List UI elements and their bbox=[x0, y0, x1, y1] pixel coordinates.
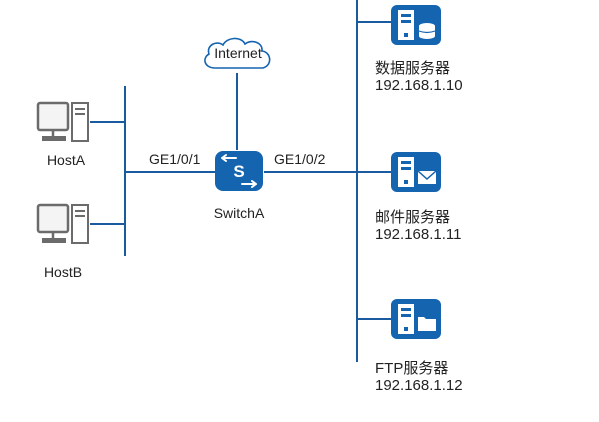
ftp-server-icon bbox=[391, 299, 441, 339]
hostb-label: HostB bbox=[43, 264, 83, 280]
internet-node bbox=[199, 34, 277, 76]
mail-server-name: 邮件服务器 bbox=[375, 209, 451, 226]
ftp-server-name: FTP服务器 bbox=[375, 360, 449, 377]
data-server-node[interactable] bbox=[390, 4, 442, 46]
data-server-ip: 192.168.1.10 bbox=[375, 77, 463, 94]
switch-label: SwitchA bbox=[213, 205, 265, 221]
database-server-icon bbox=[391, 5, 441, 45]
port-right-label: GE1/0/2 bbox=[274, 151, 326, 167]
port-left-label: GE1/0/1 bbox=[149, 151, 201, 167]
cloud-icon bbox=[204, 37, 271, 69]
internet-label: Internet bbox=[214, 45, 262, 61]
switch-node[interactable]: S bbox=[214, 150, 264, 192]
switch-glyph: S bbox=[233, 162, 244, 181]
hosta-label: HostA bbox=[46, 152, 86, 168]
pc-icon bbox=[36, 101, 89, 142]
hostb-node[interactable] bbox=[36, 203, 92, 247]
hosta-node[interactable] bbox=[36, 101, 92, 145]
pc-icon bbox=[36, 203, 89, 244]
data-server-name: 数据服务器 bbox=[375, 60, 451, 77]
mail-server-ip: 192.168.1.11 bbox=[375, 226, 462, 243]
mail-server-icon bbox=[391, 152, 441, 192]
mail-server-node[interactable] bbox=[390, 151, 442, 193]
ftp-server-node[interactable] bbox=[390, 298, 442, 340]
ftp-server-ip: 192.168.1.12 bbox=[375, 377, 463, 394]
switch-icon: S bbox=[215, 151, 263, 191]
